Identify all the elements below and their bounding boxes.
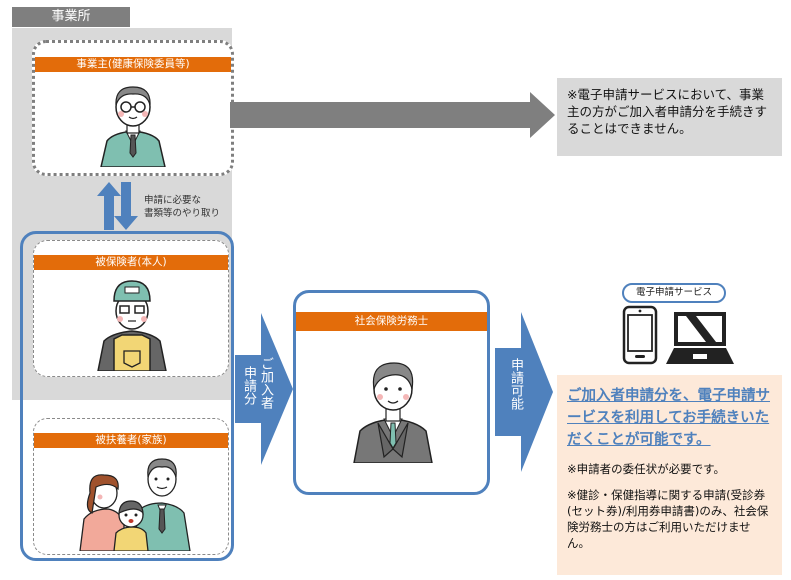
not-allowed-arrow bbox=[230, 92, 555, 138]
insured-group-frame bbox=[20, 231, 234, 561]
document-exchange-label: 申請に必要な 書類等のやり取り bbox=[144, 194, 220, 220]
insured-worker-icon bbox=[97, 280, 167, 371]
smartphone-icon bbox=[622, 305, 658, 365]
labor-consultant-label: 社会保険労務士 bbox=[296, 312, 487, 331]
labor-consultant-icon bbox=[353, 362, 433, 463]
arrow-subscriber-col2: 申請分 bbox=[241, 366, 256, 409]
laptop-icon bbox=[666, 312, 734, 364]
arrow-subscriber-col1: ご加入者 bbox=[258, 357, 273, 413]
labor-consultant-card: 社会保険労務士 bbox=[293, 290, 490, 495]
office-tab: 事業所 bbox=[12, 7, 130, 27]
dependent-card: 被扶養者(家族) bbox=[33, 418, 229, 555]
employer-person-icon bbox=[100, 86, 166, 167]
up-down-arrows-icon bbox=[97, 182, 138, 230]
insured-card: 被保険者(本人) bbox=[33, 240, 229, 377]
insured-label: 被保険者(本人) bbox=[34, 255, 228, 270]
subscriber-application-arrow bbox=[235, 313, 293, 465]
result-headline: ご加入者申請分を、電子申請サービスを利用してお手続きいただくことが可能です。 bbox=[567, 388, 770, 448]
employer-restriction-note: ※電子申請サービスにおいて、事業主の方がご加入者申請分を手続きすることはできませ… bbox=[557, 78, 782, 156]
employer-label: 事業主(健康保険委員等) bbox=[35, 57, 231, 72]
result-box: ご加入者申請分を、電子申請サービスを利用してお手続きいただくことが可能です。 ※… bbox=[557, 375, 782, 575]
employer-card: 事業主(健康保険委員等) bbox=[32, 40, 234, 176]
arrow-possible-text: 申請可能 bbox=[508, 358, 523, 410]
power-of-attorney-note: ※申請者の委任状が必要です。 bbox=[567, 462, 725, 476]
application-possible-arrow bbox=[495, 312, 553, 472]
arrow-possible-label: 申請可能 bbox=[508, 358, 523, 414]
exchange-line-2: 書類等のやり取り bbox=[144, 208, 221, 219]
family-icon bbox=[79, 458, 191, 551]
checkup-restriction-note: ※健診・保健指導に関する申請(受診券(セット券)/利用券申請書)のみ、社会保険労… bbox=[567, 488, 769, 550]
exchange-line-1: 申請に必要な bbox=[144, 195, 202, 206]
arrow-subscriber-text-1: ご加入者 bbox=[258, 357, 273, 409]
arrow-subscriber-text-2: 申請分 bbox=[241, 366, 256, 405]
eservice-label: 電子申請サービス bbox=[622, 283, 726, 303]
dependent-label: 被扶養者(家族) bbox=[34, 433, 228, 448]
